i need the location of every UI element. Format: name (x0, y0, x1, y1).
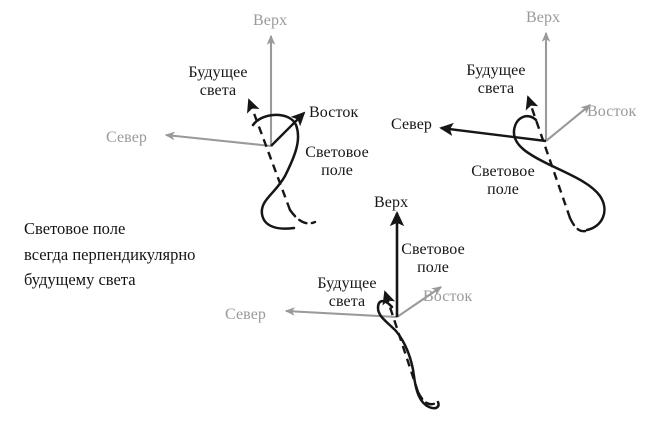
label-light-field-top-right: Световое поле (471, 163, 535, 198)
label-future-of-light-top-left: Будущее света (188, 64, 248, 99)
label-north-top-right: Север (391, 116, 433, 133)
panel-top-right (439, 31, 606, 233)
label-north-top-left: Север (106, 129, 148, 146)
label-future-of-light-bottom: Будущее света (317, 275, 377, 310)
future-of-light-bottom (382, 290, 420, 393)
panel-bottom (284, 210, 443, 410)
light-field-curve-bottom (376, 299, 440, 410)
future-of-light-tail-top-right (568, 216, 591, 233)
axis-north-top-right (439, 122, 547, 143)
caption-text: Световое поле всегда перпендикулярно буд… (24, 219, 196, 290)
label-light-field-top-left: Световое поле (305, 144, 369, 179)
panel-top-left (164, 34, 317, 230)
future-of-light-top-left (247, 98, 292, 211)
label-up-top-left: Верх (253, 12, 288, 29)
label-east-top-left: Восток (309, 104, 359, 121)
light-field-curve-top-left (251, 113, 300, 230)
axis-north-top-left (164, 131, 272, 148)
label-east-bottom: Восток (423, 288, 473, 305)
label-east-top-right: Восток (587, 103, 637, 120)
axis-east-bottom (396, 286, 443, 318)
future-of-light-top-right (525, 95, 572, 219)
axis-east-top-left (270, 111, 306, 147)
label-up-top-right: Верх (526, 9, 561, 26)
light-field-curve-top-right (512, 115, 606, 232)
label-light-field-bottom: Световое поле (401, 241, 465, 276)
label-north-bottom: Север (225, 306, 267, 323)
label-future-of-light-top-right: Будущее света (466, 62, 526, 97)
label-up-bottom: Верх (374, 194, 409, 211)
future-of-light-tail-top-left (288, 208, 317, 225)
axis-east-top-right (545, 104, 591, 142)
axis-north-bottom (284, 307, 398, 319)
